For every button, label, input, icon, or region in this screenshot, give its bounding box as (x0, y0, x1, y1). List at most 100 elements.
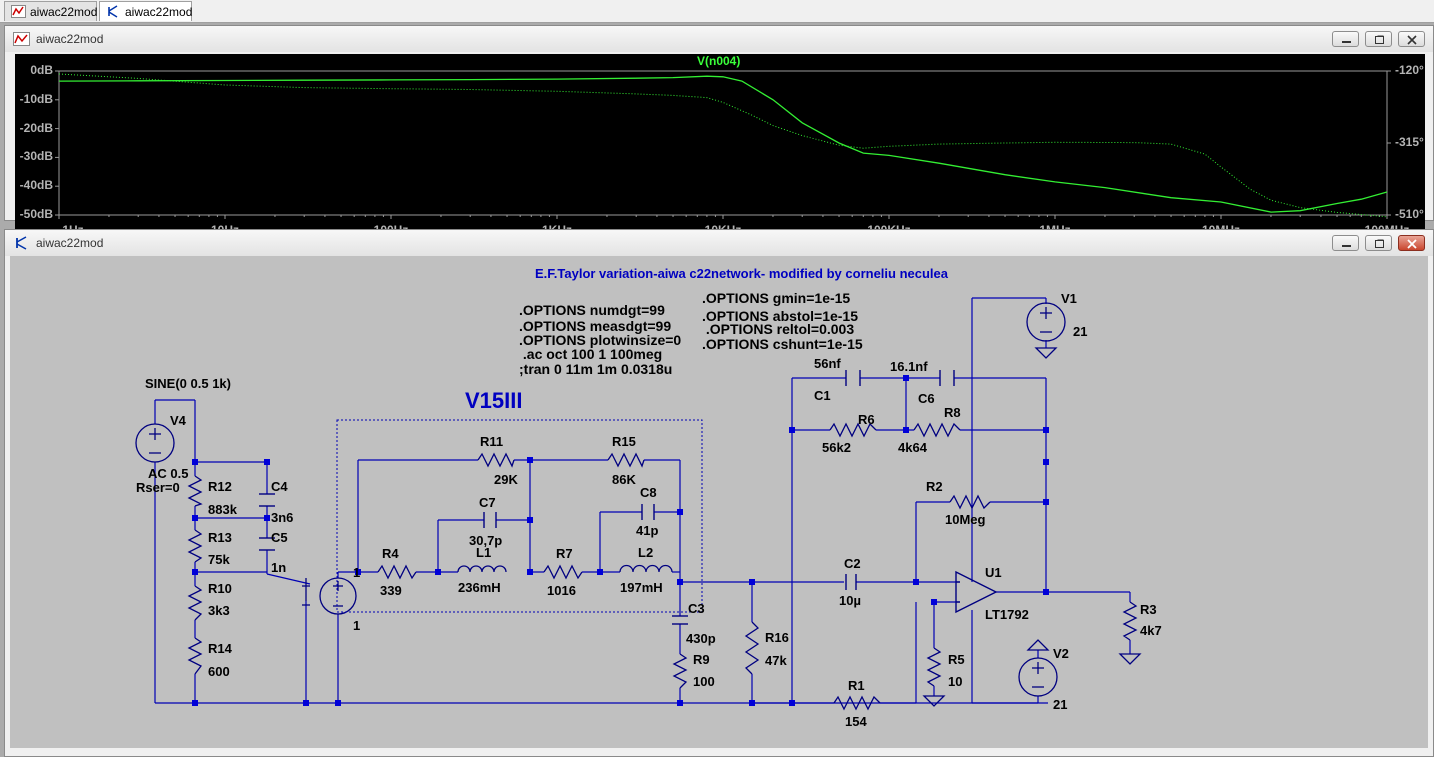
minimize-icon (1342, 41, 1351, 43)
c4-value[interactable]: 3n6 (271, 510, 294, 525)
r15-value[interactable]: 86K (612, 472, 636, 487)
directive[interactable]: .OPTIONS measdgt=99 (519, 318, 672, 334)
v1-value[interactable]: 21 (1073, 324, 1088, 339)
r3-name[interactable]: R3 (1140, 602, 1157, 617)
schematic-title[interactable]: E.F.Taylor variation-aiwa c22network- mo… (535, 266, 948, 281)
directive[interactable]: .OPTIONS reltol=0.003 (702, 321, 855, 337)
r6-name[interactable]: R6 (858, 412, 875, 427)
trace-label[interactable]: V(n004) (697, 54, 741, 68)
r14-name[interactable]: R14 (208, 641, 232, 656)
r8-name[interactable]: R8 (944, 405, 961, 420)
e-source-pin[interactable]: 1 (353, 565, 361, 580)
close-icon (1407, 239, 1417, 249)
restore-icon (1375, 239, 1384, 248)
opamp-model[interactable]: LT1792 (985, 607, 1029, 622)
y-tick-label: -20dB (19, 120, 53, 135)
r4-value[interactable]: 339 (380, 583, 402, 598)
c8-value[interactable]: 41p (636, 523, 659, 538)
tab-waveform[interactable]: aiwac22mod (4, 1, 97, 21)
c8-name[interactable]: C8 (640, 485, 657, 500)
e-source-pin[interactable]: 1 (353, 618, 361, 633)
directive[interactable]: .ac oct 100 1 100meg (519, 346, 663, 362)
r16-value[interactable]: 47k (765, 653, 787, 668)
minimize-icon (1342, 245, 1351, 247)
r3-value[interactable]: 4k7 (1140, 623, 1162, 638)
close-button[interactable] (1398, 31, 1425, 47)
l2-value[interactable]: 197mH (620, 580, 663, 595)
schematic-canvas[interactable]: E.F.Taylor variation-aiwa c22network- mo… (10, 256, 1428, 748)
r1-value[interactable]: 154 (845, 714, 867, 729)
v4-rser[interactable]: Rser=0 (136, 480, 180, 495)
r2-name[interactable]: R2 (926, 479, 943, 494)
l1-name[interactable]: L1 (476, 545, 492, 560)
directive[interactable]: .OPTIONS cshunt=1e-15 (702, 336, 863, 352)
directive[interactable]: .OPTIONS numdgt=99 (519, 302, 665, 318)
c2-name[interactable]: C2 (844, 556, 861, 571)
r9-name[interactable]: R9 (693, 652, 710, 667)
directive[interactable]: .OPTIONS plotwinsize=0 (519, 332, 682, 348)
r2-value[interactable]: 10Meg (945, 512, 986, 527)
r7-name[interactable]: R7 (556, 546, 573, 561)
r16-name[interactable]: R16 (765, 630, 789, 645)
schematic-titlebar[interactable]: aiwac22mod (5, 230, 1433, 256)
r7-value[interactable]: 1016 (547, 583, 576, 598)
tab-label: aiwac22mod (30, 5, 98, 19)
directive[interactable]: .OPTIONS abstol=1e-15 (702, 308, 858, 324)
opamp-name[interactable]: U1 (985, 565, 1002, 580)
v4-name[interactable]: V4 (170, 413, 186, 428)
r14-value[interactable]: 600 (208, 664, 230, 679)
schematic-icon (108, 5, 118, 18)
plot-area[interactable]: V(n004) 0dB-10dB-20dB-30dB-40dB-50dB -12… (15, 54, 1425, 242)
c3-value[interactable]: 430p (686, 631, 716, 646)
minimize-button[interactable] (1332, 31, 1359, 47)
plot-window: aiwac22mod V(n004) 0dB-10dB-20dB-30dB-40… (4, 25, 1434, 242)
c4-name[interactable]: C4 (271, 479, 288, 494)
schematic-wiring (135, 297, 1142, 711)
r11-name[interactable]: R11 (480, 434, 504, 449)
c7-name[interactable]: C7 (479, 495, 496, 510)
r5-name[interactable]: R5 (948, 652, 965, 667)
r13-value[interactable]: 75k (208, 552, 230, 567)
c1-value[interactable]: 56nf (814, 356, 841, 371)
r11-value[interactable]: 29K (494, 472, 518, 487)
v2-name[interactable]: V2 (1053, 646, 1069, 661)
r10-name[interactable]: R10 (208, 581, 232, 596)
r5-value[interactable]: 10 (948, 674, 963, 689)
schematic-window-title: aiwac22mod (36, 236, 104, 250)
subcircuit-label[interactable]: V15III (465, 388, 523, 413)
r4-name[interactable]: R4 (382, 546, 399, 561)
restore-button[interactable] (1365, 235, 1392, 251)
c2-value[interactable]: 10µ (839, 593, 861, 608)
tab-bar: aiwac22mod aiwac22mod (0, 0, 1434, 23)
r15-name[interactable]: R15 (612, 434, 636, 449)
close-button[interactable] (1398, 235, 1425, 251)
directive[interactable]: .OPTIONS gmin=1e-15 (702, 290, 851, 306)
r12-value[interactable]: 883k (208, 502, 237, 517)
c6-name[interactable]: C6 (918, 391, 935, 406)
l1-value[interactable]: 236mH (458, 580, 501, 595)
c5-value[interactable]: 1n (271, 560, 287, 575)
l2-name[interactable]: L2 (638, 545, 654, 560)
waveform-icon (11, 5, 26, 18)
c6-value[interactable]: 16.1nf (890, 359, 928, 374)
c1-name[interactable]: C1 (814, 388, 831, 403)
r13-name[interactable]: R13 (208, 530, 232, 545)
r10-value[interactable]: 3k3 (208, 603, 230, 618)
r1-name[interactable]: R1 (848, 678, 865, 693)
plot-titlebar[interactable]: aiwac22mod (5, 26, 1433, 52)
c3-name[interactable]: C3 (688, 601, 705, 616)
directive[interactable]: ;tran 0 11m 1m 0.0318u (519, 361, 673, 377)
c7-value[interactable]: 30,7p (469, 533, 503, 548)
r8-value[interactable]: 4k64 (898, 440, 927, 455)
c5-name[interactable]: C5 (271, 530, 288, 545)
v2-value[interactable]: 21 (1053, 697, 1068, 712)
minimize-button[interactable] (1332, 235, 1359, 251)
v4-spec[interactable]: SINE(0 0.5 1k) (145, 376, 231, 391)
restore-button[interactable] (1365, 31, 1392, 47)
v4-ac[interactable]: AC 0.5 (148, 466, 189, 481)
tab-schematic[interactable]: aiwac22mod (99, 1, 192, 21)
v1-name[interactable]: V1 (1061, 291, 1077, 306)
r9-value[interactable]: 100 (693, 674, 715, 689)
r6-value[interactable]: 56k2 (822, 440, 851, 455)
r12-name[interactable]: R12 (208, 479, 232, 494)
